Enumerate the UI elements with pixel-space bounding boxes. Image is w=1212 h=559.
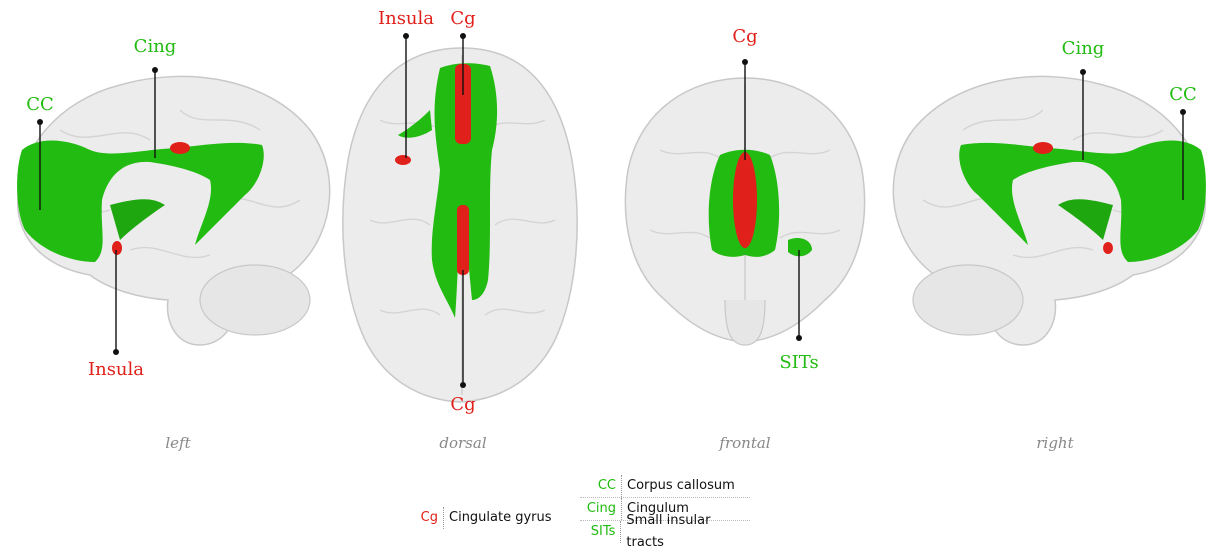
left-insula-label: Insula — [88, 359, 144, 380]
left-view-caption: left — [165, 434, 191, 452]
dorsal-insula-blob — [395, 155, 411, 165]
legend-desc-sits: Small insular tracts — [621, 510, 750, 554]
right-view-caption: right — [1036, 434, 1074, 452]
dorsal-view: Insula Cg Cg dorsal — [343, 8, 577, 452]
left-cerebellum — [200, 265, 310, 335]
frontal-cg-label: Cg — [732, 26, 757, 47]
legend-desc-cc: Corpus callosum — [622, 475, 735, 497]
legend-abbr-cing: Cing — [580, 498, 622, 520]
frontal-sits-label: SITs — [779, 352, 818, 373]
right-cc-label: CC — [1169, 84, 1197, 105]
legend-row-cg: Cg Cingulate gyrus — [412, 507, 552, 529]
left-insula-blob — [112, 241, 122, 255]
dorsal-cg-posterior — [457, 205, 469, 275]
legend-desc-cg: Cingulate gyrus — [444, 507, 552, 529]
dorsal-cg-top-label: Cg — [450, 8, 475, 29]
left-cg-blob — [170, 142, 190, 154]
right-cing-label: Cing — [1062, 38, 1105, 59]
dorsal-cg-bottom-label: Cg — [450, 394, 475, 415]
dorsal-insula-label: Insula — [378, 8, 434, 29]
frontal-cg-blob — [733, 152, 757, 248]
legend-abbr-cc: CC — [580, 475, 622, 497]
legend-row-sits: SITs Small insular tracts — [580, 521, 750, 543]
legend-red: Cg Cingulate gyrus — [412, 507, 552, 529]
left-view: Cing CC Insula left — [17, 36, 330, 452]
left-cing-label: Cing — [134, 36, 177, 57]
right-view: Cing CC right — [893, 38, 1206, 452]
frontal-view-caption: frontal — [718, 434, 770, 452]
right-insula-blob — [1103, 242, 1113, 254]
legend-green: CC Corpus callosum Cing Cingulum SITs Sm… — [580, 475, 750, 543]
left-cc-label: CC — [26, 94, 54, 115]
dorsal-view-caption: dorsal — [439, 434, 486, 452]
legend-row-cc: CC Corpus callosum — [580, 475, 750, 498]
legend-abbr-sits: SITs — [580, 521, 621, 543]
right-cerebellum — [913, 265, 1023, 335]
legend-abbr-cg: Cg — [412, 507, 444, 529]
frontal-view: Cg SITs frontal — [625, 26, 864, 452]
right-cg-blob — [1033, 142, 1053, 154]
